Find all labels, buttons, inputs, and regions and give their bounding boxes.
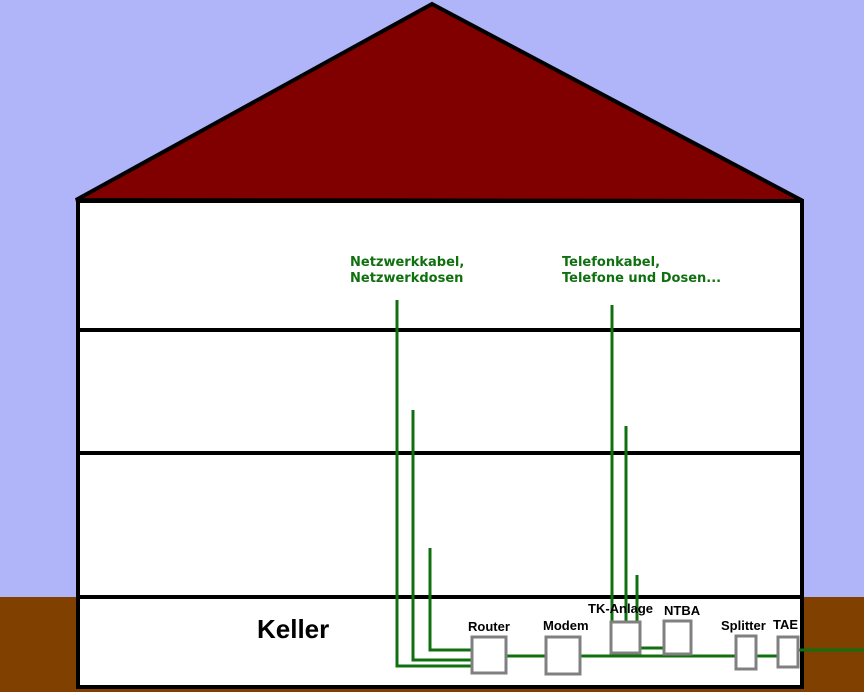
router-box [470, 635, 508, 675]
ntba-label: NTBA [664, 603, 701, 618]
devices [470, 619, 800, 676]
modem-label: Modem [543, 618, 589, 633]
basement-label: Keller [257, 614, 329, 644]
network-cable [428, 548, 472, 652]
router-label: Router [468, 619, 510, 634]
network-cable [411, 410, 472, 662]
tae-label: TAE [773, 617, 798, 632]
house-body [76, 199, 804, 689]
network-cables [395, 300, 546, 668]
splitter-box [734, 634, 758, 671]
network-cable [395, 300, 472, 668]
modem-box [544, 635, 582, 676]
tk-anlage-label: TK-Anlage [588, 601, 653, 616]
tk-anlage-box [609, 620, 642, 655]
ntba-box [662, 619, 693, 656]
network-note-line1: Netzwerkkabel, [350, 255, 464, 270]
tae-box [776, 635, 800, 669]
phone-note-line2: Telefone und Dosen... [562, 271, 721, 286]
splitter-label: Splitter [721, 618, 766, 633]
phone-cables [580, 305, 864, 658]
network-note-line2: Netzwerkdosen [350, 271, 463, 286]
phone-note-line1: Telefonkabel, [562, 255, 660, 270]
